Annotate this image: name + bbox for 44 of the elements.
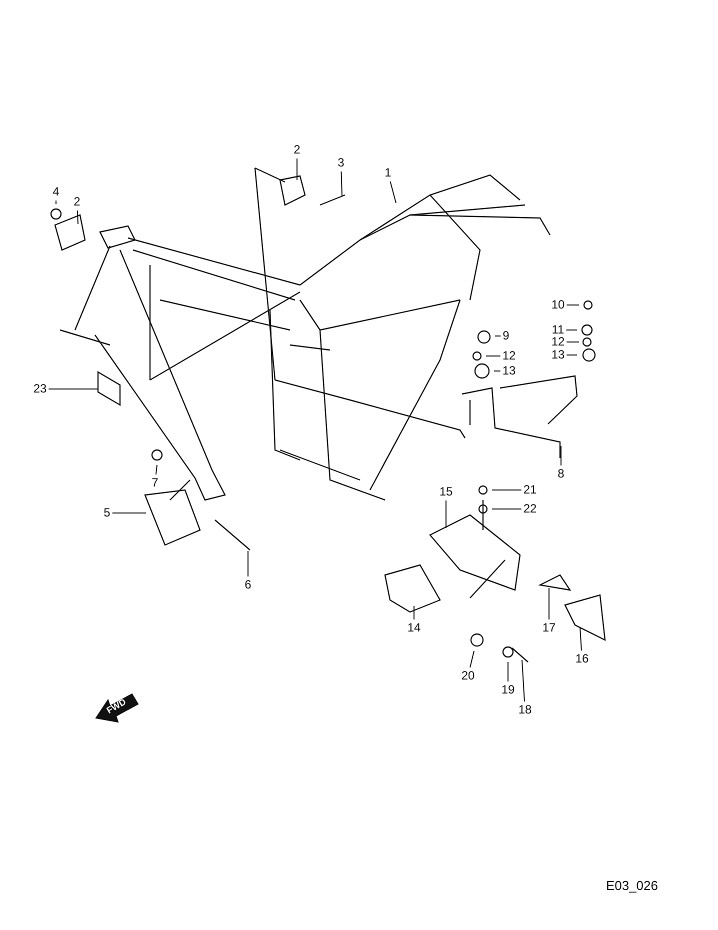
callout-number: 14: [407, 622, 421, 634]
leader-line: [76, 210, 78, 224]
callout-number: 8: [558, 468, 564, 480]
callout-number: 6: [244, 578, 252, 592]
callout-number: 18: [518, 704, 532, 716]
callout-number: 7: [152, 476, 158, 490]
leader-line: [494, 370, 501, 372]
callout-number: 9: [502, 330, 510, 342]
leader-line: [112, 512, 146, 514]
leader-line: [470, 650, 474, 668]
callout-number: 1: [384, 166, 392, 180]
leader-line: [390, 181, 396, 204]
leader-line: [48, 388, 98, 390]
leader-line: [492, 508, 522, 510]
callout-number: 20: [461, 670, 475, 682]
callout-number: 19: [501, 684, 515, 696]
leader-line: [296, 158, 298, 180]
callout-number: 3: [338, 156, 344, 170]
leader-line: [340, 171, 342, 196]
callout-number: 12: [551, 336, 565, 348]
direction-label: FWD: [104, 696, 128, 716]
leader-line: [566, 354, 578, 356]
callout-number: 22: [523, 502, 537, 516]
callout-number: 5: [104, 506, 110, 520]
callout-number: 2: [294, 144, 300, 156]
callout-number: 4: [52, 186, 60, 198]
callout-number: 2: [74, 196, 80, 208]
callout-number: 21: [523, 484, 537, 496]
callout-number: 23: [33, 382, 47, 396]
callout-number: 11: [552, 324, 564, 336]
callout-number: 17: [542, 622, 556, 634]
callout-number: 16: [575, 652, 589, 666]
callout-number: 13: [502, 364, 516, 378]
drawing-code: E03_026: [606, 878, 658, 893]
leader-line: [155, 464, 158, 475]
callout-number: 12: [502, 350, 516, 362]
callout-number: 10: [551, 298, 565, 312]
callout-number: 13: [551, 348, 565, 362]
callout-number: 15: [439, 486, 453, 498]
leader-line: [548, 588, 550, 620]
leader-line: [560, 446, 562, 466]
leader-line: [566, 304, 580, 306]
leader-line: [580, 626, 582, 651]
leader-line: [522, 660, 525, 702]
